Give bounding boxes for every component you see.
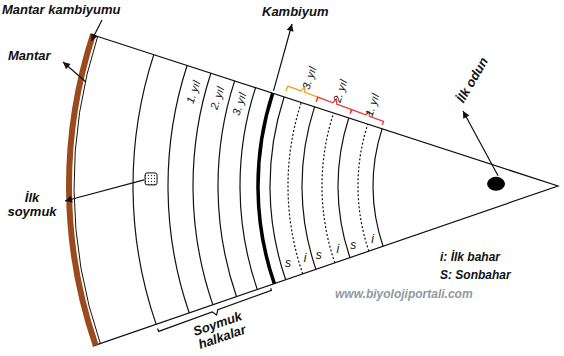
part-label: Kambiyum (262, 4, 328, 19)
season-letter: i (303, 252, 308, 264)
arrow-head (65, 196, 73, 203)
key-note: S: Sonbahar (440, 268, 511, 282)
part-label: Mantar (8, 48, 51, 63)
spring-wood-ring (322, 113, 335, 263)
autumn-wood-ring (302, 107, 316, 269)
arrow-head (91, 33, 97, 41)
leader-line (274, 24, 292, 91)
leader-line (91, 20, 102, 41)
spring-wood-ring (358, 124, 369, 251)
arrow-head (63, 62, 71, 69)
season-letter: s (349, 239, 357, 251)
season-letter: i (370, 233, 375, 245)
phloem-ring (168, 65, 189, 312)
autumn-wood-ring (338, 118, 350, 258)
year-label: 1. yıl (184, 79, 203, 105)
part-label: İlk odun (453, 55, 491, 106)
phloem-ring (240, 88, 257, 290)
cambium-ring (258, 93, 274, 283)
season-letter: s (284, 257, 292, 269)
part-label: Soymuk halkalar (190, 309, 250, 354)
cork-cambium-line (74, 36, 100, 343)
autumn-wood-ring (373, 129, 383, 246)
leader-line (463, 111, 498, 176)
year-label: 1. yıl (363, 92, 382, 118)
season-letter: s (315, 249, 323, 261)
arrow-head (463, 111, 469, 119)
watermark: www.biyolojiportali.com (335, 287, 473, 301)
year-label: 2. yıl (330, 78, 349, 104)
season-letter: i (336, 243, 341, 255)
first-wood (487, 177, 505, 191)
part-label: İlk soymuk (3, 191, 61, 220)
key-note: i: İlk bahar (440, 250, 500, 264)
autumn-wood-ring (270, 97, 286, 280)
cork-band (69, 35, 96, 345)
arrow-head (287, 24, 294, 32)
year-label: 3. yıl (299, 65, 318, 91)
wedge-edge (90, 34, 558, 346)
phloem-ring (133, 55, 156, 325)
first-phloem (145, 173, 157, 185)
spring-wood-ring (288, 103, 303, 274)
part-label: Mantar kambiyumu (2, 2, 120, 17)
year-label: 3. yıl (230, 91, 249, 117)
year-bracket (286, 86, 318, 102)
year-label: 2. yıl (208, 85, 227, 111)
leader-line (65, 180, 144, 201)
leader-line (63, 62, 86, 82)
